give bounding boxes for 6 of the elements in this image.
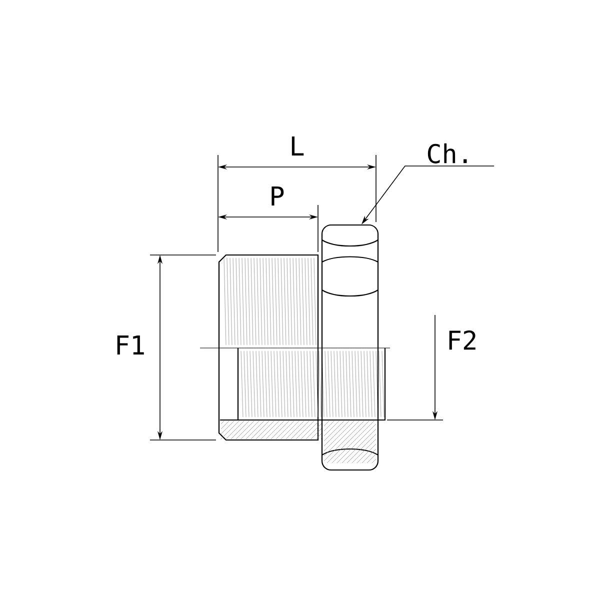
dimension-label: P <box>272 186 284 206</box>
dimension-label: F2 <box>449 330 476 350</box>
callout-label: Ch. <box>428 143 467 164</box>
dimension-label: L <box>292 136 304 156</box>
hex-nut <box>321 224 379 471</box>
dimension-label: F1 <box>117 336 144 354</box>
